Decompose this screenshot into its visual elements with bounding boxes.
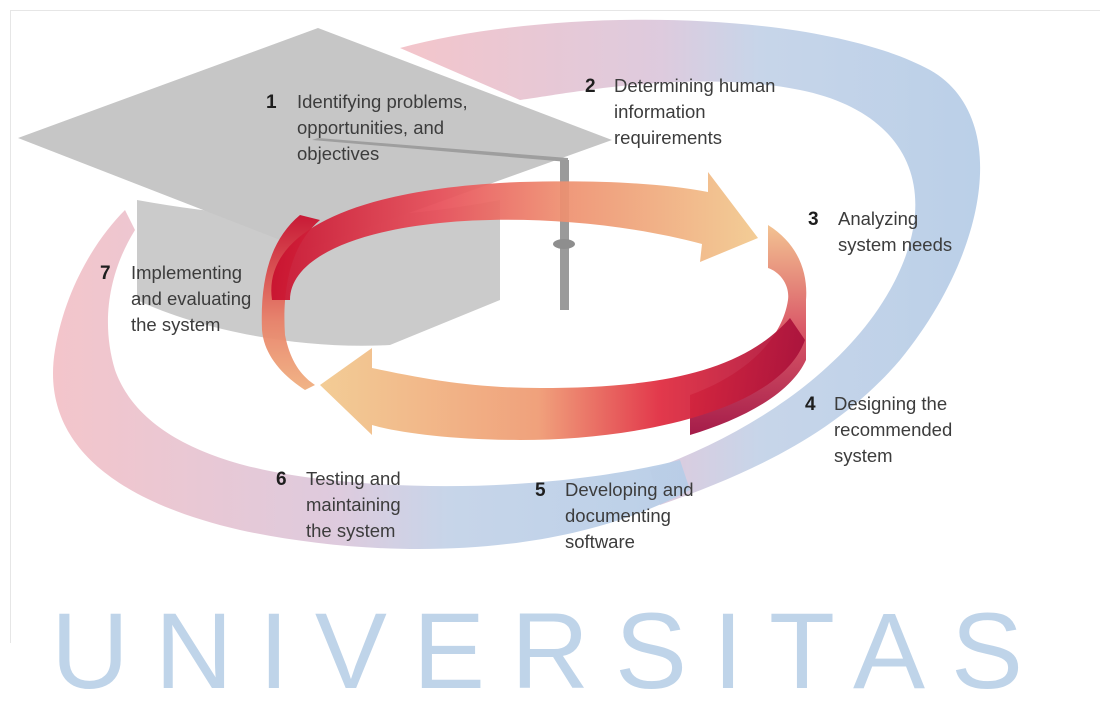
step-text-line: Analyzing	[838, 208, 918, 229]
step-text-line: information	[614, 101, 706, 122]
step-label-7: 7 Implementing and evaluating the system	[100, 262, 251, 335]
step-label-1: 1 Identifying problems, opportunities, and…	[266, 91, 468, 164]
step-number: 2	[585, 76, 596, 97]
step-text-line: objectives	[297, 143, 379, 164]
inner-cycle-arrows	[261, 172, 807, 440]
step-text-line: Testing and	[306, 468, 401, 489]
step-text-line: Determining human	[614, 75, 775, 96]
step-text-line: the system	[131, 314, 220, 335]
step-number: 3	[808, 209, 819, 230]
step-label-6: 6 Testing and maintaining the system	[276, 468, 401, 541]
step-text-line: recommended	[834, 419, 952, 440]
step-number: 7	[100, 263, 111, 284]
step-label-3: 3 Analyzing system needs	[808, 208, 952, 255]
step-text-line: system	[834, 445, 893, 466]
step-number: 6	[276, 469, 287, 490]
step-text-line: Developing and	[565, 479, 694, 500]
step-text-line: Identifying problems,	[297, 91, 468, 112]
step-number: 5	[535, 480, 546, 501]
step-labels: 1 Identifying problems, opportunities, and…	[100, 75, 952, 552]
sdlc-cycle-diagram: 1 Identifying problems, opportunities, and…	[18, 19, 981, 552]
step-label-2: 2 Determining human information requirement…	[585, 75, 775, 148]
step-text-line: requirements	[614, 127, 722, 148]
step-text-line: Implementing	[131, 262, 242, 283]
content-frame	[10, 10, 1100, 643]
watermark-text: UNIVERSITAS	[50, 590, 1050, 711]
step-text-line: system needs	[838, 234, 952, 255]
step-number: 1	[266, 92, 277, 113]
step-label-4: 4 Designing the recommended system	[805, 393, 952, 466]
step-text-line: maintaining	[306, 494, 401, 515]
step-text-line: and evaluating	[131, 288, 251, 309]
step-number: 4	[805, 394, 816, 415]
step-text-line: software	[565, 531, 635, 552]
step-text-line: opportunities, and	[297, 117, 444, 138]
graduation-cap-icon	[18, 28, 612, 346]
step-text-line: the system	[306, 520, 395, 541]
step-text-line: documenting	[565, 505, 671, 526]
outer-cycle-arc	[52, 19, 981, 550]
step-label-5: 5 Developing and documenting software	[535, 479, 694, 552]
step-text-line: Designing the	[834, 393, 947, 414]
